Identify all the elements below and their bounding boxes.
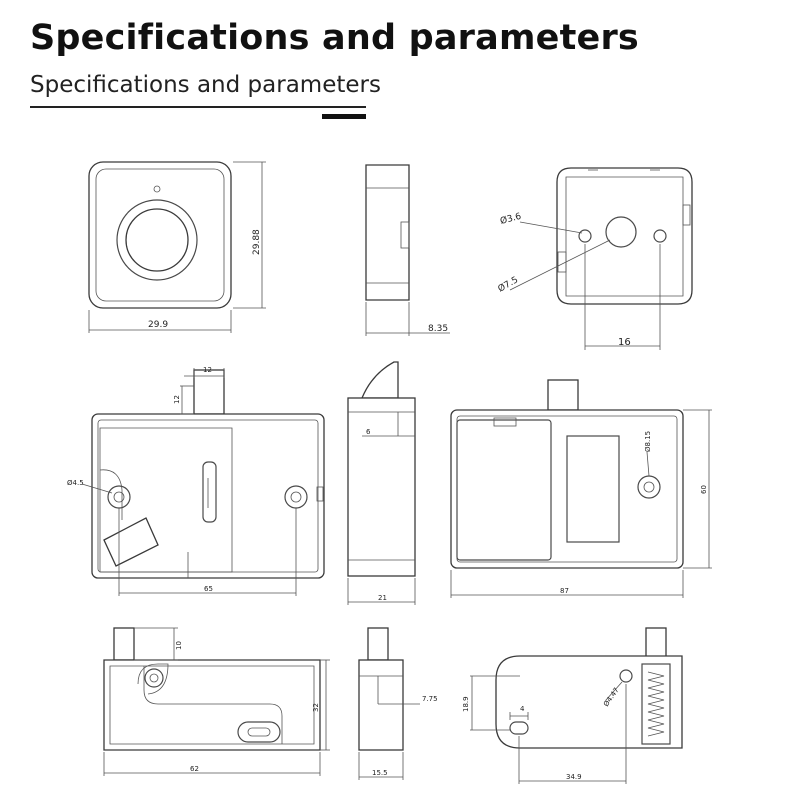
page-subtitle: Specifications and parameters xyxy=(30,72,381,98)
mount-hole-left xyxy=(578,229,592,243)
lock-front-view xyxy=(81,368,325,596)
lock-back-view xyxy=(450,379,712,598)
dim-lock-height: 60 xyxy=(700,485,708,494)
dim-lock-width: 87 xyxy=(560,587,569,595)
small-lock-side-view xyxy=(358,627,420,780)
dim-keypad-depth: 8.35 xyxy=(428,324,448,334)
small-back-slot xyxy=(509,721,529,735)
small-hole-left xyxy=(144,668,164,688)
indicator-led xyxy=(153,185,161,193)
dim-small-bolt-extension: 10 xyxy=(175,641,183,650)
spring xyxy=(647,671,665,737)
mount-hole-right xyxy=(653,229,667,243)
small-lock-front-view xyxy=(103,627,330,776)
dim-bolt-width: 12 xyxy=(203,366,212,374)
small-back-hole xyxy=(619,669,633,683)
dim-small-width: 62 xyxy=(190,765,199,773)
dim-keypad-width: 29.9 xyxy=(148,320,168,330)
fingerprint-sensor xyxy=(125,208,189,272)
title-underline xyxy=(30,106,366,108)
latch-tab xyxy=(103,517,159,567)
dim-hole-back: Ø8.15 xyxy=(644,431,652,452)
dim-keypad-height: 29.88 xyxy=(252,229,262,255)
fingerprint-ring xyxy=(116,199,198,281)
dim-hole-spacing-main: 65 xyxy=(204,585,213,593)
dim-slot-offset: 18.9 xyxy=(462,696,470,712)
small-lock-back-view xyxy=(470,627,683,784)
keypad-side-view xyxy=(365,164,450,336)
lock-side-view xyxy=(347,361,416,605)
dim-hole-small: Ø3.6 xyxy=(499,211,523,227)
dim-hole-center: Ø7.5 xyxy=(496,274,520,294)
small-slot xyxy=(237,721,281,743)
battery-cover xyxy=(456,419,552,561)
dim-lock-depth: 21 xyxy=(378,594,387,602)
window-recess xyxy=(566,435,620,543)
dim-hole-spacing: 16 xyxy=(618,337,631,348)
dim-small-side-offset: 7.75 xyxy=(422,695,438,703)
spring-housing xyxy=(641,663,671,745)
dim-bolt-extension: 12 xyxy=(173,395,181,404)
page-title: Specifications and parameters xyxy=(30,18,639,58)
lock-bolt xyxy=(193,369,225,415)
keypad-front-view xyxy=(88,161,266,333)
cable-hole xyxy=(605,216,637,248)
dim-hole-main: Ø4.5 xyxy=(67,479,84,487)
latch-bevel xyxy=(361,361,399,399)
dim-slot-width: 4 xyxy=(520,705,525,713)
dim-small-depth: 15.5 xyxy=(372,769,388,777)
dim-small-height: 32 xyxy=(312,703,320,712)
slide-slot xyxy=(202,461,217,523)
keypad-back-view xyxy=(509,167,693,350)
dim-slot-distance: 34.9 xyxy=(566,773,582,781)
title-underline-accent xyxy=(322,114,366,119)
dim-side-inset: 6 xyxy=(366,428,371,436)
